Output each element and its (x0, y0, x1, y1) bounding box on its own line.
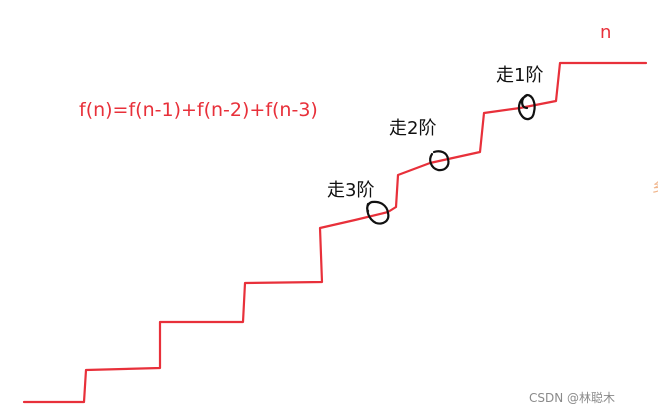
step-marker-1 (517, 93, 536, 121)
clipped-edge-character: 乡 (652, 177, 658, 197)
step-marker-3 (366, 200, 390, 225)
recurrence-formula: f(n)=f(n-1)+f(n-2)+f(n-3) (79, 99, 318, 121)
top-step-label: n (600, 22, 612, 43)
staircase-line (22, 61, 648, 404)
step-label-1: 走1阶 (496, 65, 544, 86)
step-marker-2 (429, 150, 450, 172)
step-label-3: 走3阶 (327, 180, 375, 201)
watermark: CSDN @林聪木 (529, 391, 616, 405)
step-label-2: 走2阶 (389, 118, 437, 139)
